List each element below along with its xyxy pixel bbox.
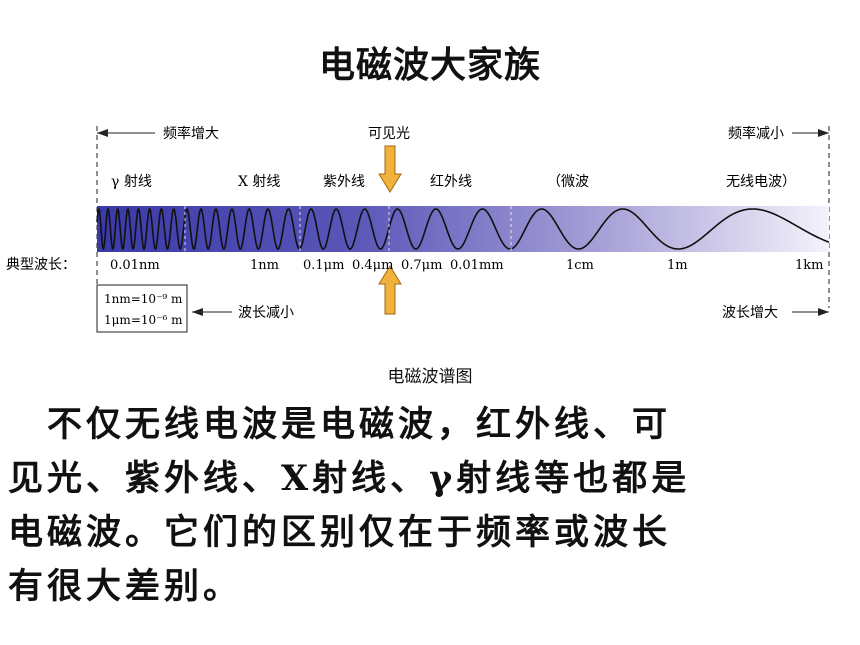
band-label-gamma: γ 射线: [111, 174, 152, 190]
freq-increase-label: 频率增大: [163, 125, 219, 142]
spectrum-diagram: 频率增大 频率减小 可见光 γ 射线 X 射线 紫外线 红外线 （微波 无线电波…: [6, 125, 830, 333]
paragraph-line: 有很大差别。: [8, 566, 243, 607]
wave-curve: [96, 207, 830, 251]
paragraph-line: 电磁波。它们的区别仅在于频率或波长: [8, 512, 672, 553]
wavelength-increase-arrowhead: [818, 308, 829, 316]
tick-label: 0.4μm: [352, 258, 393, 273]
wavelength-decrease-label: 波长减小: [238, 305, 294, 321]
freq-increase-arrowhead: [97, 129, 108, 137]
paragraph-line: 不仅无线电波是电磁波，红外线、可: [8, 404, 672, 445]
visible-light-label: 可见光: [368, 126, 410, 142]
band-label-ir: 红外线: [430, 174, 472, 190]
tick-label: 0.01mm: [450, 258, 504, 273]
body-paragraph: 不仅无线电波是电磁波，红外线、可 见光、紫外线、X射线、γ射线等也都是 电磁波。…: [8, 398, 856, 614]
wavelength-increase-label: 波长增大: [722, 305, 778, 321]
tick-label: 0.01nm: [110, 258, 160, 273]
tick-label: 1km: [795, 258, 823, 273]
tick-label: 0.7μm: [401, 258, 442, 273]
tick-label: 0.1μm: [303, 258, 344, 273]
tick-label: 1cm: [566, 258, 594, 273]
typical-wavelength-label: 典型波长：: [6, 257, 76, 273]
freq-decrease-arrowhead: [818, 129, 829, 137]
band-label-microwave: （微波: [547, 174, 589, 190]
band-label-xray: X 射线: [238, 174, 280, 190]
unit-box: [96, 284, 188, 333]
freq-decrease-label: 频率减小: [728, 125, 784, 142]
unit-um: 1μm=10⁻⁶ m: [104, 313, 183, 327]
band-separators: [184, 206, 512, 252]
diagram-caption: 电磁波谱图: [387, 367, 473, 387]
tick-label: 1m: [667, 258, 688, 273]
page-title: 电磁波大家族: [318, 45, 541, 86]
paragraph-line: 见光、紫外线、X射线、γ射线等也都是: [8, 458, 691, 499]
band-label-uv: 紫外线: [323, 174, 365, 190]
wavelength-decrease-arrowhead: [192, 308, 203, 316]
tick-label: 1nm: [250, 258, 279, 273]
visible-light-arrow-down-icon: [378, 145, 402, 193]
visible-light-arrow-up-icon: [378, 265, 402, 315]
unit-nm: 1nm=10⁻⁹ m: [104, 292, 183, 306]
band-label-radio: 无线电波）: [726, 174, 796, 190]
